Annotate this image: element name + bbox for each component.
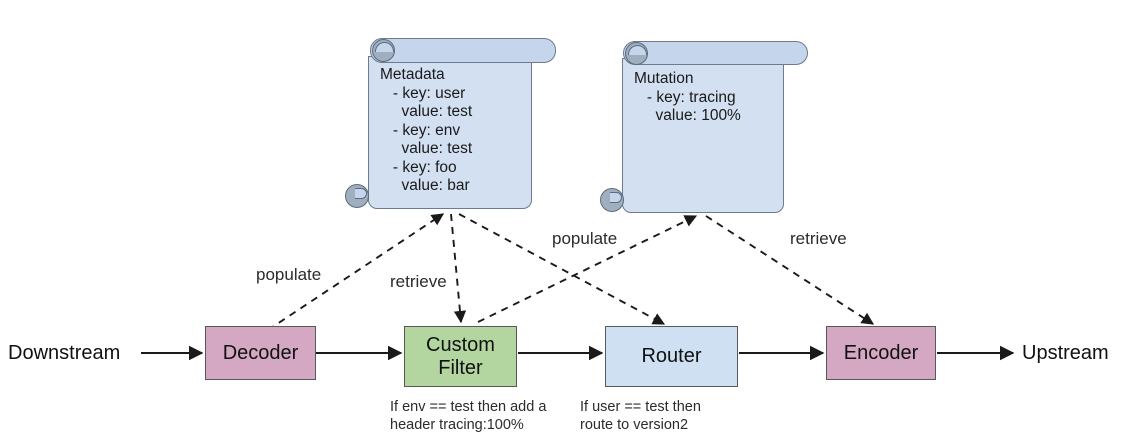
edge-label-retrieve-metadata: retrieve	[390, 272, 447, 291]
metadata-scroll-text: Metadata - key: user value: test - key: …	[380, 66, 473, 194]
metadata-scroll-bottom-curl	[345, 184, 369, 208]
downstream-label: Downstream	[8, 342, 121, 364]
node-custom-filter[interactable]: Custom Filter	[404, 326, 517, 387]
custom-filter-caption: If env == test then add a header tracing…	[390, 399, 547, 433]
metadata-scroll-top-bar	[370, 38, 556, 63]
mutation-scroll-body	[622, 58, 784, 213]
edge-label-populate-mutation: populate	[552, 229, 618, 248]
dashed-metadata-retrieved-by-filter	[450, 213, 467, 324]
edge-label-retrieve-mutation: retrieve	[790, 229, 847, 248]
edge-label-populate-metadata: populate	[256, 265, 322, 284]
node-decoder[interactable]: Decoder	[205, 326, 316, 380]
mutation-scroll-bottom-curl	[600, 188, 624, 212]
mutation-scroll-top-curl	[625, 42, 648, 65]
node-router[interactable]: Router	[605, 326, 738, 387]
metadata-scroll-body	[368, 56, 532, 209]
upstream-label: Upstream	[1022, 342, 1109, 364]
mutation-scroll-top-bar	[623, 41, 808, 65]
metadata-scroll-top-curl	[372, 39, 395, 62]
mutation-scroll-text: Mutation - key: tracing value: 100%	[634, 70, 741, 124]
router-caption: If user == test then route to version2	[580, 399, 701, 433]
node-encoder[interactable]: Encoder	[826, 326, 936, 380]
